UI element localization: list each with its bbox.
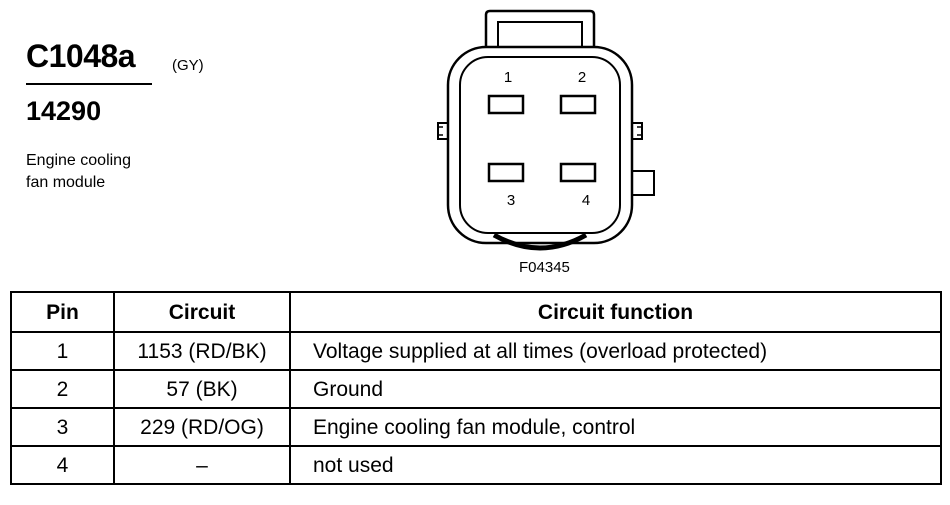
table-row: 2 57 (BK) Ground xyxy=(10,369,942,409)
connector-id: C1048a xyxy=(26,38,136,74)
pin-terminal-1 xyxy=(487,94,525,115)
connector-id-underline xyxy=(26,83,152,85)
header-circuit: Circuit xyxy=(113,291,291,333)
pin-cell: 3 xyxy=(10,407,115,447)
function-cell: not used xyxy=(289,445,942,485)
function-cell: Voltage supplied at all times (overload … xyxy=(289,331,942,371)
circuit-cell: – xyxy=(113,445,291,485)
table-row: 4 – not used xyxy=(10,445,942,485)
pin-cell: 4 xyxy=(10,445,115,485)
pin-cell: 2 xyxy=(10,369,115,409)
circuit-cell: 1153 (RD/BK) xyxy=(113,331,291,371)
connector-lock-tab xyxy=(484,9,596,51)
connector-color: (GY) xyxy=(172,57,204,74)
connector-key xyxy=(632,170,655,196)
function-cell: Ground xyxy=(289,369,942,409)
connector-bottom-latch xyxy=(492,232,588,251)
pin-terminal-3 xyxy=(487,162,525,183)
pin-terminal-4 xyxy=(559,162,597,183)
pin-table: Pin Circuit Circuit function 1 1153 (RD/… xyxy=(10,291,942,485)
circuit-cell: 57 (BK) xyxy=(113,369,291,409)
header-circuit-function: Circuit function xyxy=(289,291,942,333)
connector-right-notch-small xyxy=(637,126,642,136)
connector-left-notch-small xyxy=(438,126,443,136)
description-line-1: Engine cooling xyxy=(26,152,131,169)
pin-label-2: 2 xyxy=(578,69,586,86)
function-cell: Engine cooling fan module, control xyxy=(289,407,942,447)
connector-lock-tab-inner xyxy=(497,21,583,51)
pin-label-3: 3 xyxy=(507,192,515,209)
table-header-row: Pin Circuit Circuit function xyxy=(10,291,942,333)
connector-left-notch xyxy=(437,122,448,140)
pin-label-1: 1 xyxy=(504,69,512,86)
description-line-2: fan module xyxy=(26,174,106,191)
pin-terminal-2 xyxy=(559,94,597,115)
table-row: 3 229 (RD/OG) Engine cooling fan module,… xyxy=(10,407,942,447)
header-pin: Pin xyxy=(10,291,115,333)
connector-face-diagram: 1 2 3 4 xyxy=(437,9,655,251)
pin-label-4: 4 xyxy=(582,192,590,209)
figure-code: F04345 xyxy=(519,259,570,276)
pin-cell: 1 xyxy=(10,331,115,371)
connector-right-notch xyxy=(632,122,643,140)
part-number: 14290 xyxy=(26,96,102,126)
connector-description: Engine cooling fan module xyxy=(26,150,131,194)
circuit-cell: 229 (RD/OG) xyxy=(113,407,291,447)
table-row: 1 1153 (RD/BK) Voltage supplied at all t… xyxy=(10,331,942,371)
connector-housing-inner xyxy=(459,56,621,234)
